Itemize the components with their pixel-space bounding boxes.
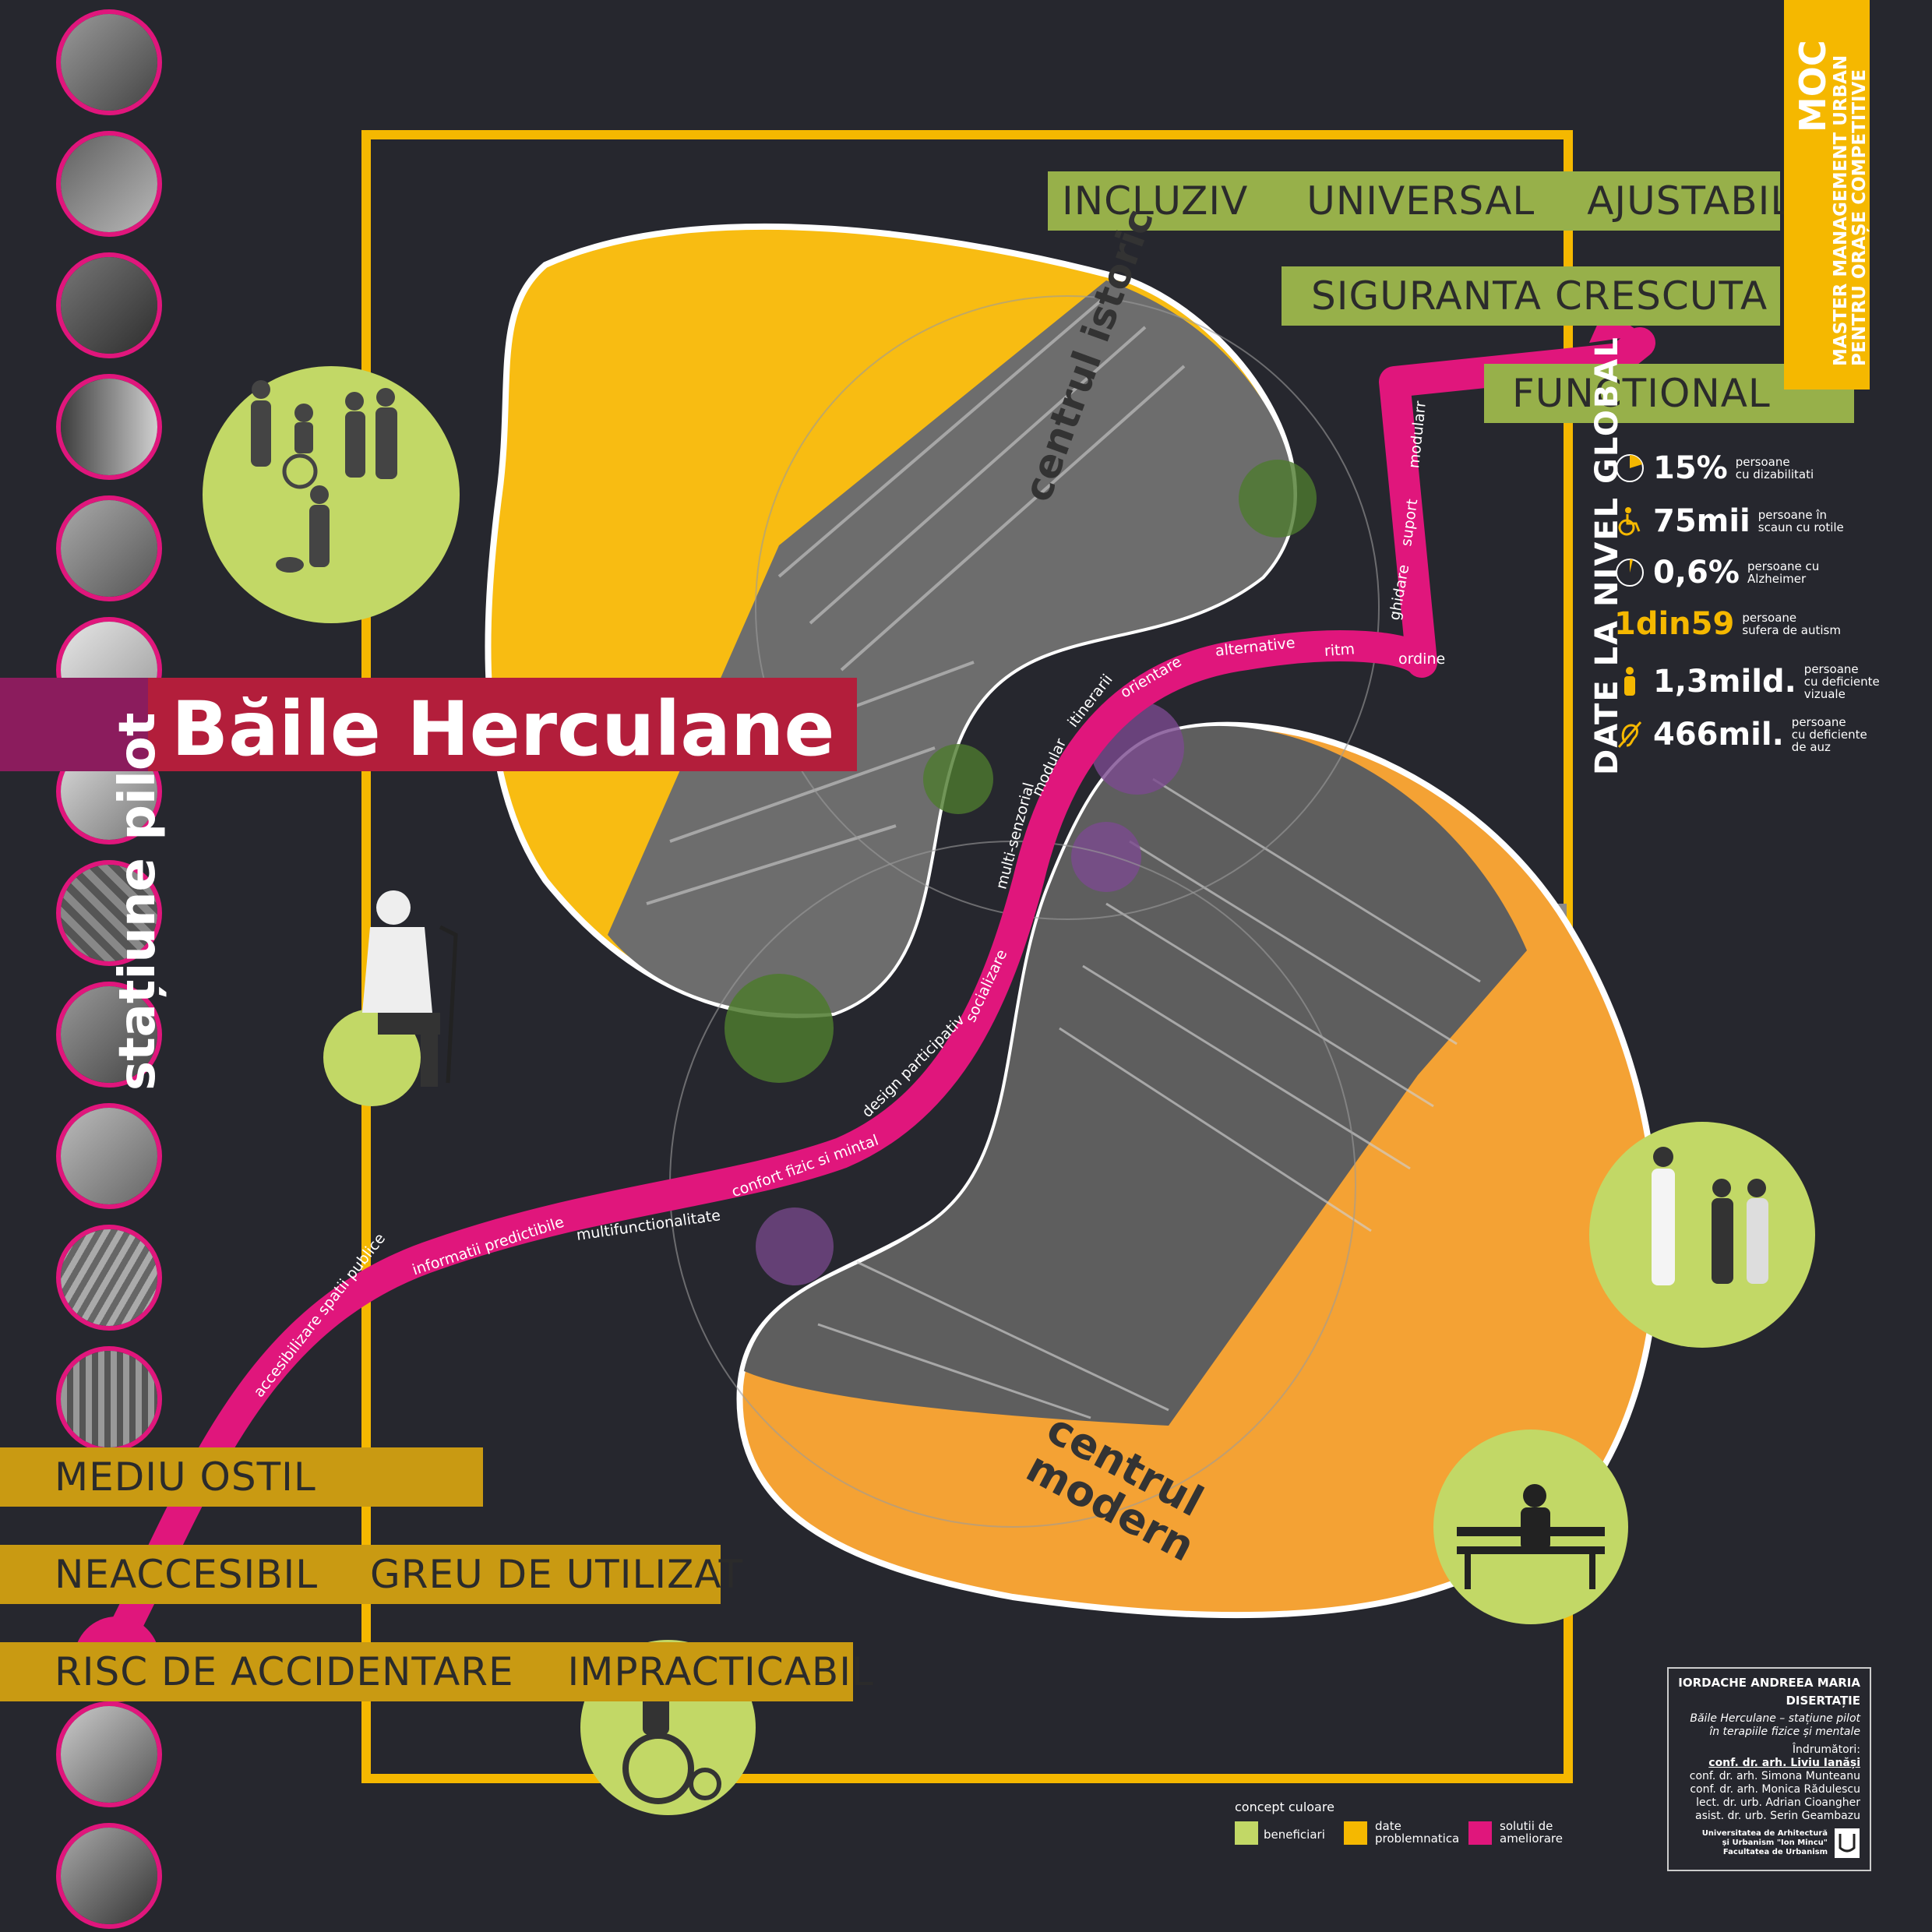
credits-author: IORDACHE ANDREEA MARIA <box>1678 1676 1860 1690</box>
title-banner <box>0 678 857 771</box>
tag-row-negative-3: RISC DE ACCIDENTARE IMPRACTICABIL <box>0 1642 873 1701</box>
photo-thumb-10 <box>56 1103 162 1209</box>
beneficiary-circle-bench <box>1433 1430 1628 1624</box>
photo-thumb-5 <box>56 495 162 601</box>
photo-thumb-14 <box>56 1823 162 1929</box>
tag-mediu-ostil: MEDIU OSTIL <box>55 1454 316 1500</box>
tag-impracticabil: IMPRACTICABIL <box>567 1649 874 1694</box>
legend-label-beneficiari: beneficiari <box>1264 1828 1325 1842</box>
credits-advisor-3: conf. dr. arh. Monica Rădulescu <box>1690 1783 1860 1796</box>
moc-line2: PENTRU ORAȘE COMPETITIVE <box>1849 69 1870 366</box>
credits-uni-2: și Urbanism "Ion Mincu" <box>1722 1839 1828 1847</box>
path-word: ritm <box>1324 640 1356 660</box>
tag-row-negative-2: NEACCESIBIL GREU DE UTILIZAT <box>0 1545 742 1604</box>
credits-advisor-2: conf. dr. arh. Simona Munteanu <box>1689 1770 1860 1782</box>
tag-siguranta-crescuta: SIGURANTA CRESCUTA <box>1311 273 1768 319</box>
ear-icon <box>1617 721 1642 748</box>
tag-risc-de-accidentare: RISC DE ACCIDENTARE <box>55 1649 514 1694</box>
moc-line1: MASTER MANAGEMENT URBAN <box>1831 55 1851 366</box>
page-title: Băile Herculane <box>171 686 835 773</box>
photo-thumb-9 <box>56 982 162 1088</box>
stat-value: 0,6% <box>1653 555 1740 591</box>
photo-thumb-11 <box>56 1225 162 1331</box>
credits-uni-1: Universitatea de Arhitectură <box>1701 1829 1828 1838</box>
bench-icon <box>1457 1484 1605 1589</box>
credits-advisors-label: Îndrumători: <box>1792 1743 1860 1756</box>
moc-badge: MOC MASTER MANAGEMENT URBAN PENTRU ORAȘE… <box>1784 0 1870 390</box>
tag-greu-de-utilizat: GREU DE UTILIZAT <box>370 1552 744 1597</box>
stat-value: 75mii <box>1653 503 1750 539</box>
tag-row-positive-2: SIGURANTA CRESCUTA <box>1282 266 1780 326</box>
credits-work1: Băile Herculane – stațiune pilot <box>1690 1712 1860 1725</box>
photo-thumb-8 <box>56 860 162 966</box>
stat-value: 1din59 <box>1614 606 1735 642</box>
photo-thumb-1 <box>56 9 162 115</box>
credits-box: IORDACHE ANDREEA MARIA DISERTAȚIE Băile … <box>1667 1667 1871 1871</box>
moc-acronym: MOC <box>1792 40 1834 132</box>
credits-advisor-5: asist. dr. urb. Serin Geambazu <box>1695 1810 1860 1822</box>
credits-kind: DISERTAȚIE <box>1786 1694 1860 1708</box>
tag-universal: UNIVERSAL <box>1306 178 1535 224</box>
seated-elderly-man-icon <box>362 890 458 1087</box>
legend-title: concept culoare <box>1235 1800 1334 1814</box>
pie-small-icon <box>1616 559 1644 587</box>
tag-ajustabil: AJUSTABIL <box>1587 178 1793 224</box>
beneficiary-circle-walkers <box>1589 1122 1815 1348</box>
walking-people-icon <box>1652 1147 1768 1285</box>
stat-value: 1,3mild. <box>1653 664 1796 700</box>
tag-row-positive-3: FUNCTIONAL <box>1484 364 1854 423</box>
credits-work2: în terapiile fizice și mentale <box>1709 1726 1860 1738</box>
pie-15-icon <box>1616 454 1644 482</box>
person-icon <box>1624 667 1635 696</box>
credits-uni-3: Facultatea de Urbanism <box>1722 1848 1828 1856</box>
photo-thumb-13 <box>56 1701 162 1807</box>
photo-thumb-3 <box>56 252 162 358</box>
stat-value: 15% <box>1653 450 1728 486</box>
legend-swatch-date <box>1344 1821 1367 1845</box>
tag-incluziv: INCLUZIV <box>1062 178 1249 224</box>
legend-swatch-beneficiari <box>1235 1821 1258 1845</box>
credits-advisor-4: lect. dr. urb. Adrian Cioangher <box>1696 1796 1860 1809</box>
tag-row-positive-1: INCLUZIV UNIVERSAL AJUSTABIL <box>1048 171 1792 231</box>
university-logo-icon <box>1835 1828 1860 1858</box>
photo-thumb-2 <box>56 131 162 237</box>
photo-thumb-4 <box>56 374 162 480</box>
tag-row-negative-1: MEDIU OSTIL <box>0 1447 483 1507</box>
people-silhouettes-icon <box>251 380 397 573</box>
page-subtitle: stațiune pilot <box>109 712 167 1091</box>
legend-swatch-solutii <box>1468 1821 1492 1845</box>
path-word: ordine <box>1398 650 1446 668</box>
tag-functional: FUNCTIONAL <box>1512 371 1771 416</box>
tag-neaccesibil: NEACCESIBIL <box>55 1552 319 1597</box>
stat-value: 466mil. <box>1653 717 1784 753</box>
credits-advisor-1: conf. dr. arh. Liviu Ianăși <box>1708 1757 1860 1769</box>
legend: concept culoare <box>1235 1800 1334 1814</box>
beneficiary-circle-elderly-group <box>203 366 460 623</box>
wheelchair-icon <box>1618 507 1641 536</box>
photo-thumb-12 <box>56 1346 162 1452</box>
